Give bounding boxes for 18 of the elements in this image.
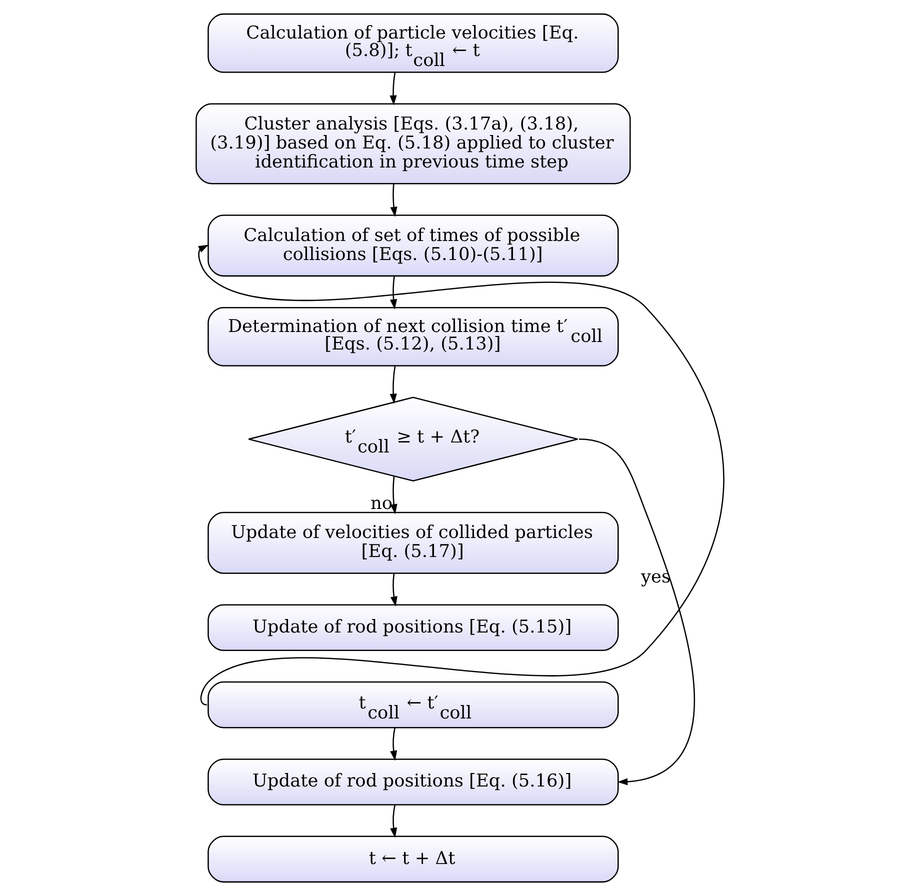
arrow xyxy=(390,72,397,105)
node-box: Update of rod positions [Eq. (5.15)] xyxy=(208,604,619,651)
arrow xyxy=(390,804,398,838)
node-box: t ← t + Δt xyxy=(208,835,619,882)
arrow xyxy=(390,727,398,760)
arrow xyxy=(578,438,695,785)
edge-label: no xyxy=(370,493,393,514)
arrow xyxy=(198,244,724,705)
arrow xyxy=(390,183,398,217)
arrow xyxy=(390,365,397,404)
arrow xyxy=(390,276,398,309)
arrow xyxy=(390,476,398,514)
node-box: Update of velocities of collided particles [Eq. (5.17)] xyxy=(208,511,619,574)
node-box: Update of rod positions [Eq. (5.16)] xyxy=(208,758,619,805)
node-box: Cluster analysis [Eqs. (3.17a), (3.18), (3.19)] based on Eq. (5.18) applied to cluster identification in previous time step xyxy=(196,102,631,184)
arrow xyxy=(390,572,398,606)
node-box: Calculation of set of times of possible collisions [Eqs. (5.10)-(5.11)] xyxy=(208,214,619,276)
edge-label: yes xyxy=(641,566,671,587)
